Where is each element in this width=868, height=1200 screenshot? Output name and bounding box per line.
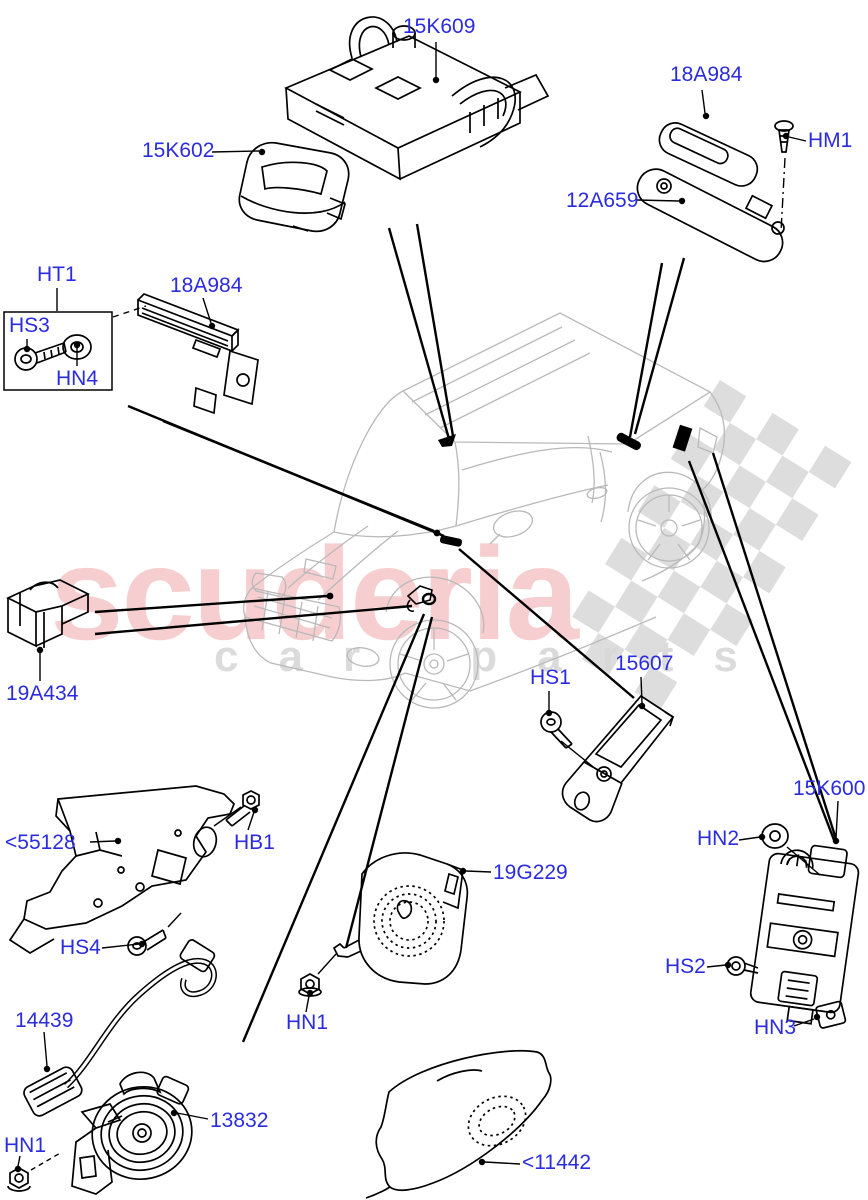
- part-label-hn3[interactable]: HN3: [754, 1016, 797, 1039]
- part-label-15k600[interactable]: 15K600: [793, 777, 866, 800]
- part-18a984-bracket-drawing: [137, 293, 259, 415]
- part-hs4-screw-drawing: [127, 929, 167, 956]
- part-15k600-drawing: [726, 823, 860, 1029]
- part-label-hs2[interactable]: HS2: [665, 955, 706, 978]
- checkered-flag-watermark: [572, 380, 852, 709]
- part-hn1-left-nut-drawing: [7, 1167, 31, 1192]
- part-13832-horn-drawing: [71, 1071, 193, 1195]
- fender-sensor-sketch: [406, 585, 437, 612]
- part-18a984-top-drawing: [636, 122, 785, 263]
- part-label-19g229[interactable]: 19G229: [493, 861, 568, 884]
- part-hm1-drawing: [774, 120, 794, 153]
- part-label-11442[interactable]: <11442: [522, 1151, 592, 1174]
- part-ht1-kit-drawing: [3, 311, 113, 391]
- part-19a434-drawing: [6, 579, 90, 648]
- part-label-hn1-mid[interactable]: HN1: [286, 1011, 329, 1034]
- part-label-18a984-top[interactable]: 18A984: [670, 63, 743, 86]
- part-label-12a659[interactable]: 12A659: [566, 189, 639, 212]
- label-leader-lines: [17, 42, 839, 1171]
- part-label-13832[interactable]: 13832: [210, 1109, 269, 1132]
- part-label-19a434[interactable]: 19A434: [6, 682, 79, 705]
- part-label-55128[interactable]: <55128: [5, 831, 76, 854]
- part-14439-harness-drawing: [23, 939, 217, 1117]
- part-15607-drawing: [561, 694, 675, 823]
- part-hn1-mid-nut-drawing: [298, 973, 322, 997]
- part-label-hb1[interactable]: HB1: [234, 831, 275, 854]
- part-label-15k602[interactable]: 15K602: [142, 139, 215, 162]
- part-label-ht1[interactable]: HT1: [37, 263, 77, 286]
- part-label-15607[interactable]: 15607: [615, 652, 674, 675]
- part-label-hs1[interactable]: HS1: [530, 666, 571, 689]
- part-label-18a984-left[interactable]: 18A984: [170, 274, 243, 297]
- part-15k602-drawing: [238, 141, 350, 233]
- part-label-hn2[interactable]: HN2: [697, 827, 740, 850]
- callout-lines-long: [94, 223, 838, 1043]
- part-label-hs3[interactable]: HS3: [9, 314, 50, 337]
- part-hs1-screw-drawing: [540, 711, 573, 749]
- parts-line-art: [3, 16, 860, 1199]
- part-11442-cover-drawing: [365, 1049, 552, 1199]
- part-label-hn4[interactable]: HN4: [56, 367, 99, 390]
- part-label-hm1[interactable]: HM1: [808, 129, 853, 152]
- part-hb1-bolt-drawing: [225, 790, 260, 827]
- part-label-15k609[interactable]: 15K609: [403, 15, 476, 38]
- part-label-hn1-left[interactable]: HN1: [4, 1134, 47, 1157]
- part-15k609-drawing: [284, 16, 550, 181]
- part-label-14439[interactable]: 14439: [15, 1009, 74, 1032]
- part-19g229-sounder-drawing: [332, 852, 469, 985]
- vehicle-location-markers: [438, 424, 693, 547]
- part-label-hs4[interactable]: HS4: [60, 936, 101, 959]
- part-55128-bracket-drawing: [8, 785, 235, 954]
